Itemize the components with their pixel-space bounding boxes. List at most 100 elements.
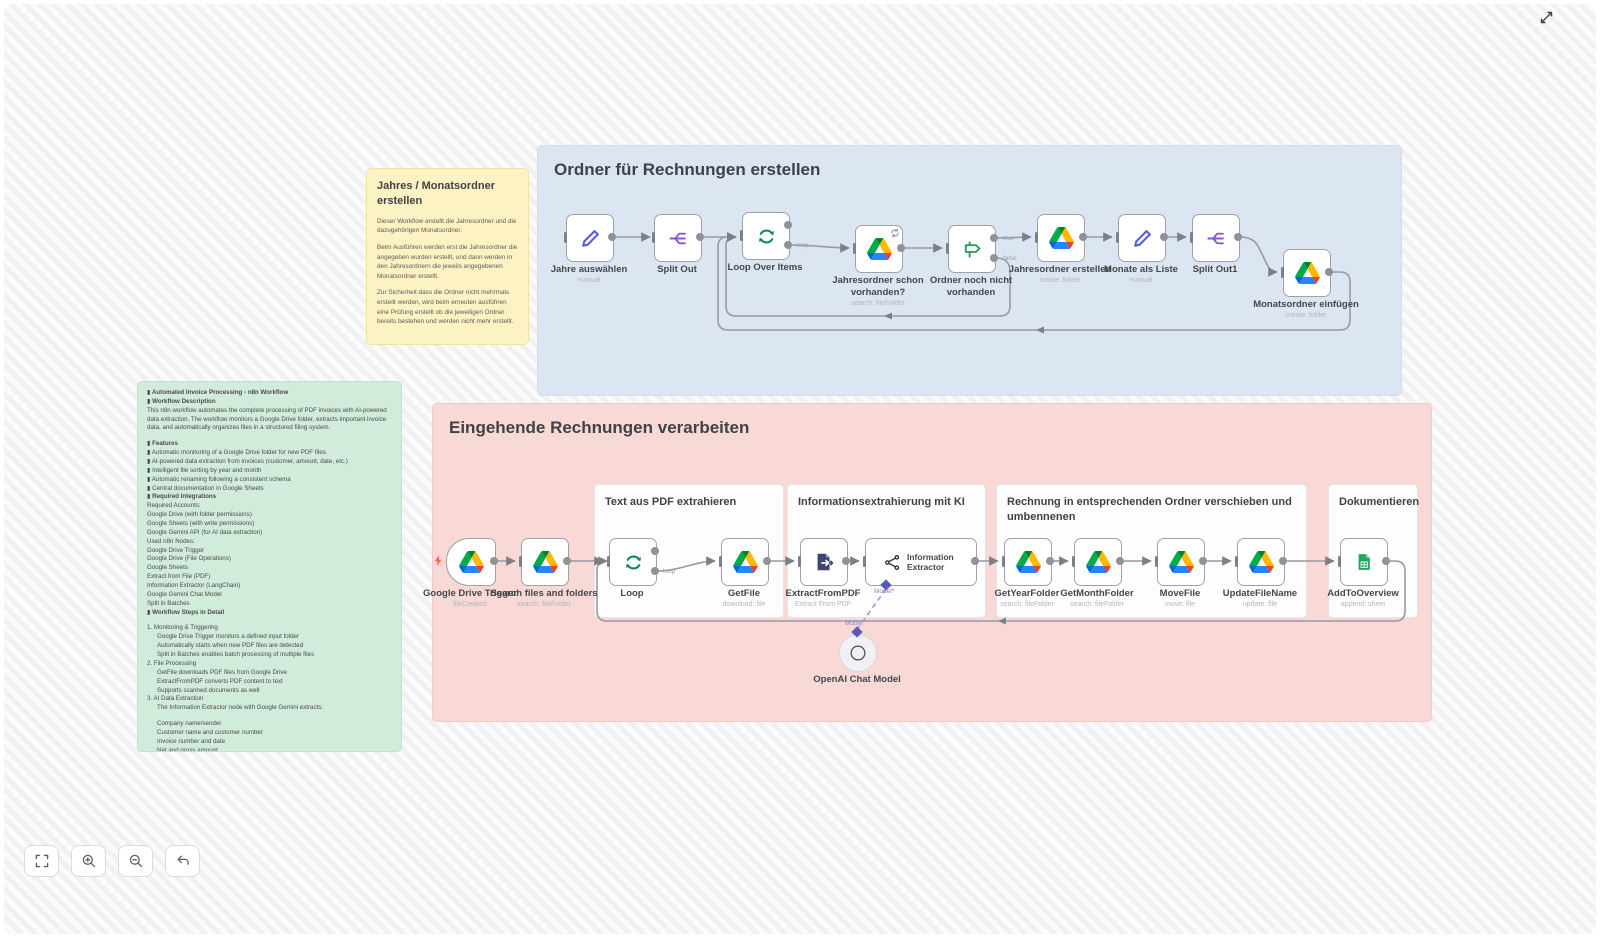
zoom-out-button[interactable] [118,845,153,877]
node-monatsordner-einfuegen[interactable] [1283,249,1331,297]
connection[interactable] [789,243,850,253]
zoom-to-fit-button[interactable] [24,845,59,877]
node-split-out1[interactable] [1192,214,1240,262]
sticky-note-green[interactable]: ▮ Automated Invoice Processing - n8n Wor… [137,381,402,752]
note-line: Google Drive (with folder permissions) [147,511,252,519]
output-port[interactable] [1325,268,1333,276]
output-port[interactable] [1116,557,1124,565]
input-port[interactable] [946,242,949,254]
google-drive-icon [1168,551,1194,573]
output-port[interactable] [763,557,771,565]
node-updatefilename[interactable] [1237,538,1285,586]
output-port[interactable] [651,567,659,575]
connection-model-dashed[interactable] [857,588,887,629]
trigger-bolt-icon [434,555,442,566]
sticky-note-yellow[interactable]: Jahres / Monatsordner erstellen Dieser W… [366,168,529,345]
output-port[interactable] [784,241,792,249]
node-jahresordner-schon-vorhanden[interactable] [855,225,903,273]
node-google-drive-trigger[interactable] [446,538,496,586]
input-port[interactable] [853,242,856,254]
node-movefile[interactable] [1157,538,1205,586]
output-port[interactable] [1079,233,1087,241]
note-line: Customer name and customer number [157,728,263,736]
note-paragraph: Zur Sicherheit dass die Ordner nicht meh… [377,289,514,326]
node-ordner-noch-nicht-vorhanden[interactable] [948,225,996,273]
connection[interactable] [995,232,1032,242]
node-openai-chat-model[interactable] [839,634,877,672]
input-port[interactable] [740,229,743,241]
output-port[interactable] [651,547,659,555]
node-split-out[interactable] [654,214,702,262]
input-port[interactable] [564,231,567,243]
note-line: Automatically starts when new PDF files … [157,642,304,650]
undo-button[interactable] [165,845,200,877]
input-port[interactable] [798,555,801,567]
input-port[interactable] [719,555,722,567]
output-port[interactable] [784,221,792,229]
node-loop-over-items[interactable] [742,212,790,260]
google-drive-icon [532,551,558,573]
input-port[interactable] [1281,266,1284,278]
note-line: Invoice number and date [157,737,226,745]
note-line: 3. AI Data Extraction [147,695,204,703]
input-port[interactable] [519,555,522,567]
input-port[interactable] [1155,555,1158,567]
input-port[interactable] [1116,231,1119,243]
input-port[interactable] [863,555,866,567]
connection[interactable] [656,556,716,572]
split-out-icon [668,232,686,244]
output-port[interactable] [1046,557,1054,565]
node-getfile[interactable] [721,538,769,586]
input-port[interactable] [1190,231,1193,243]
input-port[interactable] [1002,555,1005,567]
expand-canvas-icon[interactable] [1539,10,1554,25]
input-port[interactable] [652,231,655,243]
output-port[interactable] [842,557,850,565]
input-port[interactable] [1072,555,1075,567]
node-label: Split Out1 [1192,264,1238,275]
output-port[interactable] [990,254,998,262]
node-label: Loop Over Items [727,262,803,273]
sticky-note-body: ▮ Automated Invoice Processing - n8n Wor… [138,382,401,751]
connection[interactable] [1239,236,1278,277]
node-getmonthfolder[interactable] [1074,538,1122,586]
input-port[interactable] [1035,231,1038,243]
node-jahresordner-erstellen[interactable] [1037,214,1085,262]
sticky-note-blue[interactable]: Ordner für Rechnungen erstellen [537,145,1402,396]
output-port[interactable] [696,233,704,241]
node-information-extractor[interactable]: Information Extractor [865,538,977,586]
output-port[interactable] [608,233,616,241]
node-extractfrompdf[interactable] [800,538,848,586]
node-sub-label: Extract From PDF [794,600,851,608]
input-port[interactable] [1235,555,1238,567]
node-loop[interactable] [609,538,657,586]
node-getyearfolder[interactable] [1004,538,1052,586]
connection[interactable] [717,232,1351,331]
output-port[interactable] [490,557,498,565]
node-jahre-auswaehlen[interactable] [566,214,614,262]
canvas-controls [24,845,200,877]
node-search-files-and-folders[interactable] [521,538,569,586]
output-port[interactable] [897,244,905,252]
zoom-in-button[interactable] [71,845,106,877]
output-port[interactable] [971,557,979,565]
node-label: Jahresordner schon vorhanden?search: fil… [823,275,933,309]
connection[interactable] [725,232,1011,317]
input-port[interactable] [607,555,610,567]
output-port[interactable] [1234,233,1242,241]
sticky-note-title: Dokumentieren [1339,496,1420,508]
undo-icon [177,855,189,865]
output-port[interactable] [563,557,571,565]
openai-icon [850,645,866,661]
note-line: ▮ Central documentation in Google Sheets [147,484,264,492]
input-port[interactable] [1338,555,1341,567]
note-line: Supports scanned documents as well [157,686,260,694]
output-port[interactable] [1382,557,1390,565]
output-port[interactable] [1199,557,1207,565]
output-port[interactable] [1279,557,1287,565]
output-port[interactable] [990,234,998,242]
node-addtooverview[interactable] [1340,538,1388,586]
output-port[interactable] [1160,233,1168,241]
node-monate-als-liste[interactable] [1118,214,1166,262]
